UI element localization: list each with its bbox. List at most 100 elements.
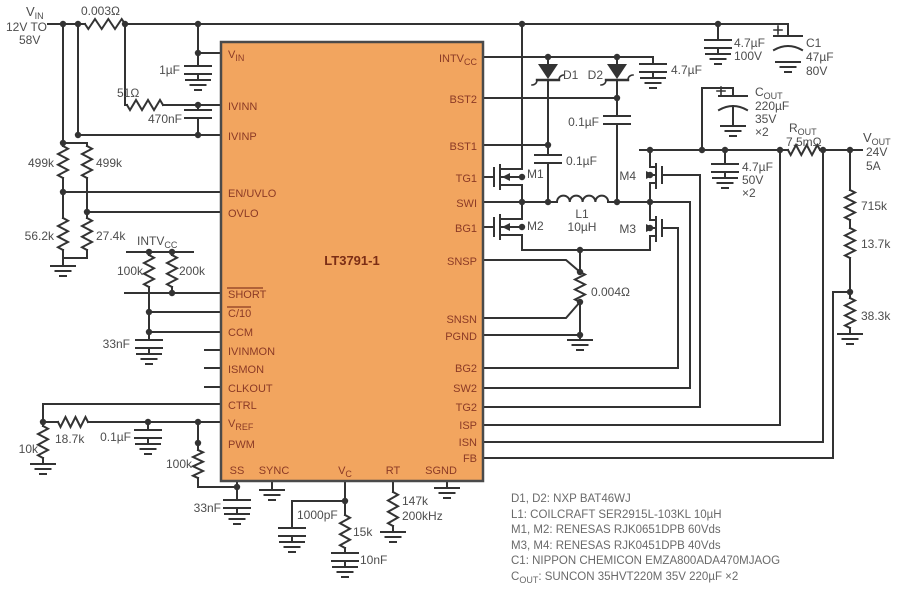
svg-text:13.7k: 13.7k xyxy=(861,237,891,251)
svg-text:24V: 24V xyxy=(866,145,887,159)
svg-text:100k: 100k xyxy=(166,457,193,471)
svg-text:VC: VC xyxy=(338,465,352,479)
resistor-499k-b xyxy=(79,144,95,180)
svg-text:100k: 100k xyxy=(117,264,144,278)
gnd-icon xyxy=(30,463,56,475)
resistor-147k xyxy=(385,490,401,528)
svg-text:51Ω: 51Ω xyxy=(117,86,139,100)
inductor-L1 xyxy=(555,194,610,204)
svg-text:×2: ×2 xyxy=(755,125,769,139)
cap-0.1uF-bst1 xyxy=(534,154,562,164)
svg-text:L1: L1 xyxy=(575,207,589,221)
svg-text:33nF: 33nF xyxy=(194,501,221,515)
gnd-icon xyxy=(712,177,738,189)
resistor-100k-c10 xyxy=(141,253,157,289)
svg-text:100V: 100V xyxy=(734,49,762,63)
svg-text:C1: C1 xyxy=(806,36,822,50)
gnd-icon xyxy=(224,513,250,525)
cap-33nF-ss xyxy=(223,499,251,509)
svg-text:200kHz: 200kHz xyxy=(402,509,443,523)
svg-text:INTVCC: INTVCC xyxy=(439,53,478,67)
resistor-100k-pwm xyxy=(190,448,206,480)
svg-text:EN/UVLO: EN/UVLO xyxy=(228,188,277,200)
svg-text:220µF: 220µF xyxy=(755,99,789,113)
diode-D1 xyxy=(531,64,565,86)
svg-text:SNSN: SNSN xyxy=(446,314,477,326)
resistor-0.004ohm xyxy=(572,270,588,304)
mosfet-M2 xyxy=(482,201,523,251)
svg-text:VIN: VIN xyxy=(26,4,44,21)
gnd-icon xyxy=(50,265,76,277)
svg-text:C/10: C/10 xyxy=(228,308,251,320)
svg-text:VIN: VIN xyxy=(228,49,244,63)
resistor-499k-a xyxy=(55,144,71,180)
svg-text:ISN: ISN xyxy=(459,437,477,449)
svg-text:COUT: SUNCON 35HVT220M 35V 220: COUT: SUNCON 35HVT220M 35V 220µF ×2 xyxy=(511,571,738,585)
cap-COUT-electrolytic xyxy=(717,95,749,112)
resistor-56.2k xyxy=(55,216,71,252)
svg-text:SS: SS xyxy=(230,465,245,477)
svg-text:D1: D1 xyxy=(563,68,579,82)
svg-text:C1: NIPPON CHEMICON EMZA800ADA: C1: NIPPON CHEMICON EMZA800ADA470MJAOG xyxy=(511,555,780,567)
resistor-10k xyxy=(35,424,51,460)
resistor-15k xyxy=(337,513,353,550)
resistor-rout xyxy=(786,142,822,158)
cap-4.7uF-intvcc xyxy=(639,63,667,73)
gnd-icon xyxy=(135,443,161,455)
svg-text:M4: M4 xyxy=(619,169,636,183)
resistor-200k-short xyxy=(164,253,180,289)
svg-text:ISP: ISP xyxy=(459,420,477,432)
cap-4.7uF-50V xyxy=(711,163,739,173)
resistor-715k xyxy=(842,188,858,222)
resistor-input-sense xyxy=(83,17,127,31)
junction-dots xyxy=(39,20,854,505)
svg-text:SYNC: SYNC xyxy=(259,465,290,477)
svg-text:4.7µF: 4.7µF xyxy=(671,63,702,77)
capacitors xyxy=(134,25,804,562)
cap-10nF xyxy=(331,552,359,562)
resistor-18.7k xyxy=(56,414,90,430)
svg-text:10µH: 10µH xyxy=(568,220,597,234)
cap-1000pF xyxy=(278,527,306,537)
cap-4.7uF-100V xyxy=(704,39,732,49)
svg-text:M2: M2 xyxy=(527,219,544,233)
svg-text:IVINP: IVINP xyxy=(228,131,257,143)
svg-text:27.4k: 27.4k xyxy=(96,229,126,243)
input-terminal: VIN 12V TO 58V xyxy=(6,4,47,47)
gnd-icon xyxy=(434,487,460,499)
gnd-icon xyxy=(136,353,162,365)
diode-D2 xyxy=(600,64,634,86)
svg-text:RT: RT xyxy=(386,465,401,477)
svg-text:0.004Ω: 0.004Ω xyxy=(591,285,630,299)
svg-text:CLKOUT: CLKOUT xyxy=(228,383,273,395)
svg-text:SWI: SWI xyxy=(456,198,477,210)
gnd-icon xyxy=(380,531,406,543)
svg-text:58V: 58V xyxy=(19,33,40,47)
svg-text:499k: 499k xyxy=(96,156,123,170)
svg-text:ISMON: ISMON xyxy=(228,364,264,376)
gnd-icon xyxy=(720,125,746,137)
bom-notes: D1, D2: NXP BAT46WJ L1: COILCRAFT SER291… xyxy=(511,493,780,585)
resistor-51ohm xyxy=(125,98,165,112)
gnd-icon xyxy=(259,489,285,501)
output-terminal: VOUT 24V 5A xyxy=(863,130,891,173)
svg-text:COUT: COUT xyxy=(755,85,783,101)
plus-sign-cout xyxy=(716,86,726,96)
resistor-13.7k xyxy=(842,226,858,260)
svg-text:0.1µF: 0.1µF xyxy=(100,430,131,444)
svg-text:TG2: TG2 xyxy=(456,402,477,414)
svg-text:BG2: BG2 xyxy=(455,363,477,375)
svg-text:SHORT: SHORT xyxy=(228,289,267,301)
gnd-icon xyxy=(775,61,801,73)
svg-text:M3, M4: RENESAS RJK0451DPB 40V: M3, M4: RENESAS RJK0451DPB 40Vds xyxy=(511,540,721,552)
plus-sign-c1 xyxy=(773,25,783,35)
svg-text:50V: 50V xyxy=(742,173,763,187)
svg-text:M1: M1 xyxy=(527,167,544,181)
cap-1uF xyxy=(184,65,212,75)
ic-body xyxy=(219,40,485,483)
svg-text:147k: 147k xyxy=(402,494,429,508)
svg-text:47µF: 47µF xyxy=(806,50,834,64)
svg-text:715k: 715k xyxy=(861,199,888,213)
svg-text:FB: FB xyxy=(463,453,477,465)
gnd-icon xyxy=(567,339,593,351)
